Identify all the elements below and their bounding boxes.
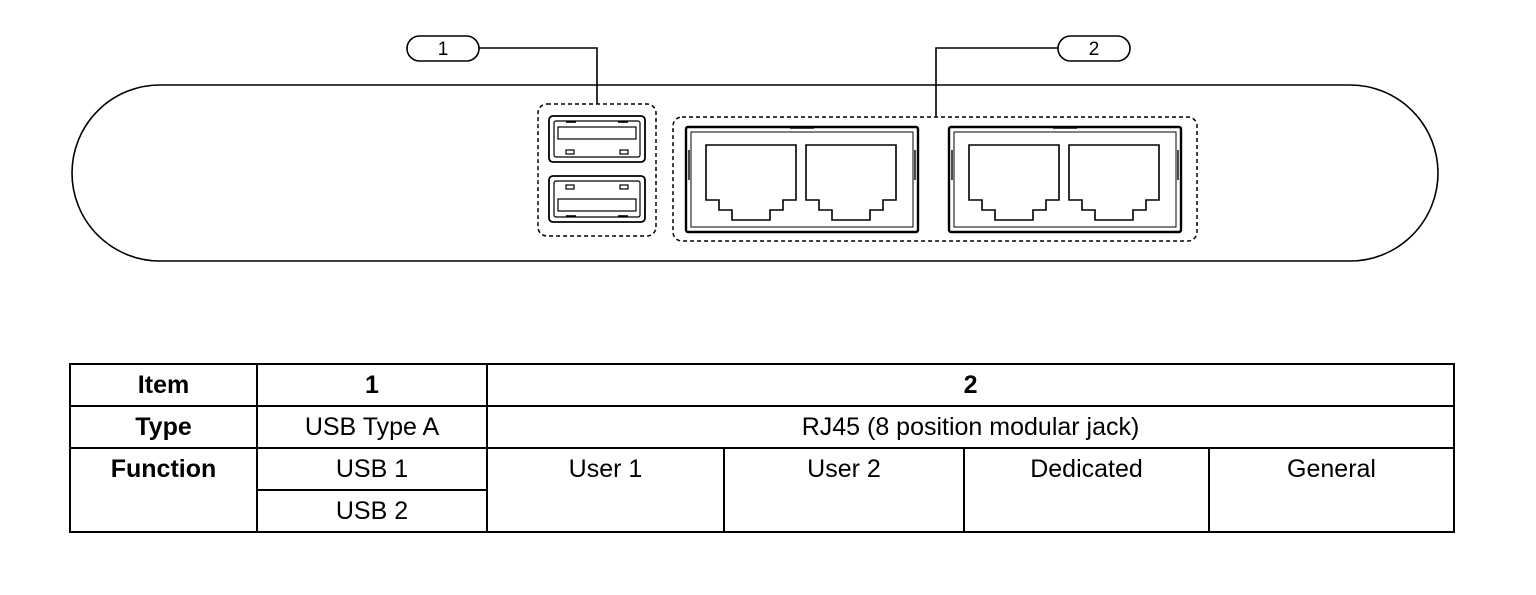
row-header-item: Item [69,363,258,407]
rj45-jack-icon [1068,144,1160,221]
row-header-function: Function [69,447,258,533]
callout-2-label: 2 [1089,39,1100,60]
port-specification-table: Item 1 2 Type USB Type A RJ45 (8 positio… [69,363,1456,533]
callout-1-label: 1 [438,39,449,60]
usb-ports-group [537,103,657,237]
item-2-cell: 2 [485,363,1456,407]
rj45-jack-icon [968,144,1060,221]
callout-1-leader [479,47,598,104]
table-row-function-usb2: USB 2 [70,489,1454,533]
rj45-module-right [947,125,1183,234]
rj45-jack-icon [805,144,897,221]
function-general-cell: General [1207,447,1456,533]
function-dedicated-cell: Dedicated [963,447,1210,533]
type-rj45-cell: RJ45 (8 position modular jack) [485,405,1456,449]
table-row-function: Function USB 1 User 1 User 2 Dedicated G… [69,447,1456,533]
function-usb-2-cell: USB 2 [256,489,488,533]
callout-2: 2 [935,35,1131,117]
device-rear-panel-diagram: 1 2 [71,35,1439,262]
function-user-2-cell: User 2 [723,447,965,533]
function-usb-1-cell: USB 1 [256,447,488,491]
type-usb-cell: USB Type A [256,405,488,449]
usb-group-dashed-outline [537,103,657,237]
callout-1: 1 [406,35,598,104]
item-1-cell: 1 [256,363,488,407]
usb-port-icon [548,115,646,163]
function-user-1-cell: User 1 [486,447,725,533]
rj45-ports-group [672,116,1198,242]
table-row-type: Type USB Type A RJ45 (8 position modular… [69,405,1456,449]
callout-2-leader [935,47,1058,117]
rj45-module-left [684,125,920,234]
row-header-type: Type [69,405,258,449]
usb-port-icon [548,175,646,223]
rj45-jack-icon [705,144,797,221]
table-row-item: Item 1 2 [69,363,1456,407]
rj45-group-dashed-outline [672,116,1198,242]
device-body-outline [71,84,1439,262]
